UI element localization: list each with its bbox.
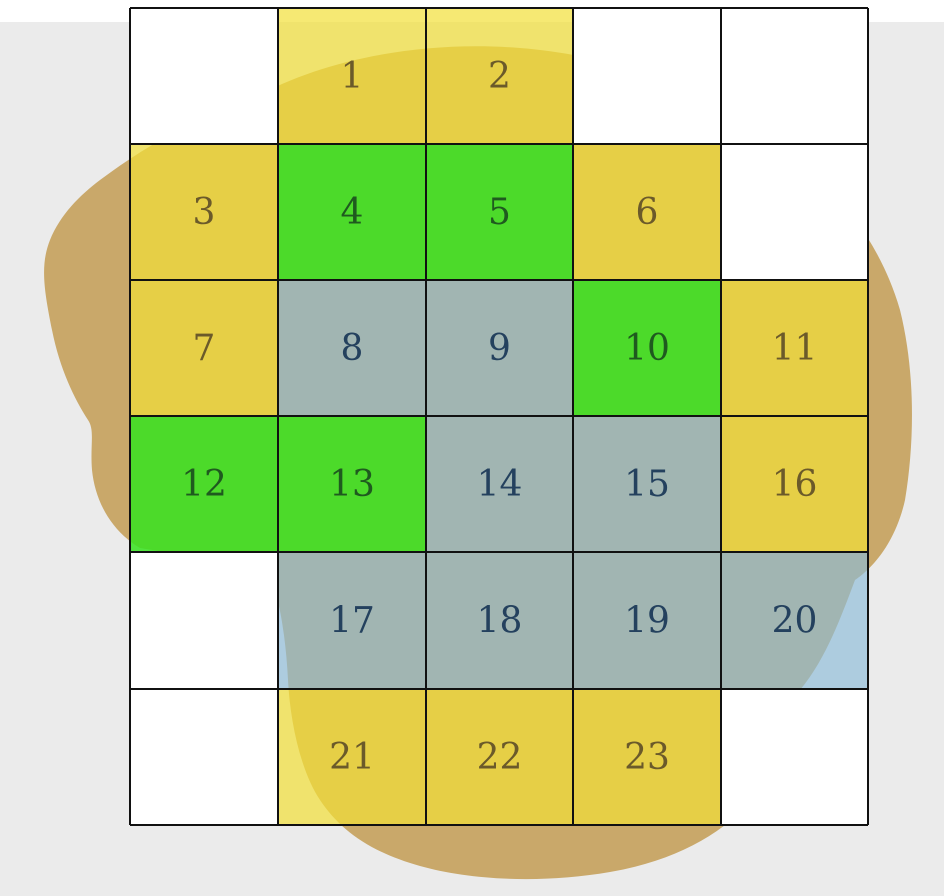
grid-cell-empty [130, 552, 278, 689]
cell-label-19: 19 [624, 601, 670, 642]
cell-label-13: 13 [329, 464, 375, 505]
cell-label-22: 22 [477, 737, 523, 778]
cell-label-1: 1 [341, 56, 364, 97]
cell-label-12: 12 [181, 464, 227, 505]
cell-label-23: 23 [624, 737, 670, 778]
cell-label-21: 21 [329, 737, 375, 778]
cell-label-17: 17 [329, 601, 375, 642]
grid-cell-empty [721, 689, 868, 825]
cell-label-10: 10 [624, 328, 670, 369]
cell-label-9: 9 [488, 328, 511, 369]
cell-label-11: 11 [772, 328, 818, 369]
cell-label-20: 20 [772, 601, 818, 642]
cell-label-3: 3 [193, 192, 216, 233]
cell-label-18: 18 [477, 601, 523, 642]
cell-label-4: 4 [341, 192, 364, 233]
cell-label-6: 6 [636, 192, 659, 233]
cell-label-7: 7 [193, 328, 216, 369]
cell-label-2: 2 [488, 56, 511, 97]
grid-cell-empty [721, 8, 868, 144]
cell-label-15: 15 [624, 464, 670, 505]
cell-label-14: 14 [477, 464, 523, 505]
cell-label-16: 16 [772, 464, 818, 505]
grid-cell-empty [721, 144, 868, 280]
grid-cell-empty [130, 689, 278, 825]
cell-label-8: 8 [341, 328, 364, 369]
grid-cell-empty [573, 8, 721, 144]
cell-label-5: 5 [488, 192, 511, 233]
grid-cell-empty [130, 8, 278, 144]
